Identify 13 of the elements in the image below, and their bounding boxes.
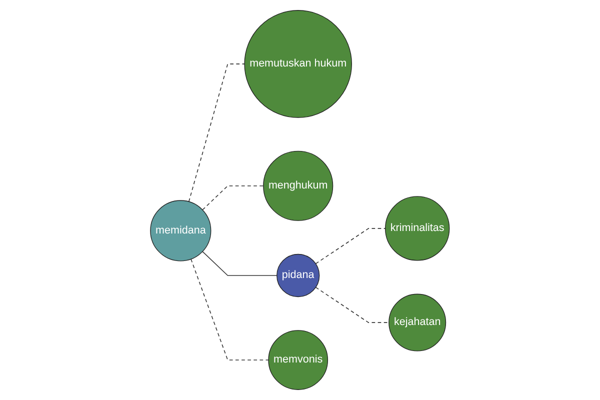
connector — [188, 64, 246, 202]
node-circle: memvonis — [268, 330, 328, 390]
connector — [315, 286, 390, 323]
node-circle: kejahatan — [388, 294, 446, 352]
node-circle: pidana — [276, 254, 320, 298]
connector — [315, 228, 386, 264]
node-circle: kriminalitas — [385, 196, 450, 261]
node-circle: menghukum — [263, 150, 334, 221]
connector — [190, 258, 270, 360]
node-circle: memidana — [150, 200, 212, 262]
connector — [202, 186, 264, 210]
node-circle: memutuskan hukum — [244, 10, 352, 118]
connector — [202, 251, 278, 276]
